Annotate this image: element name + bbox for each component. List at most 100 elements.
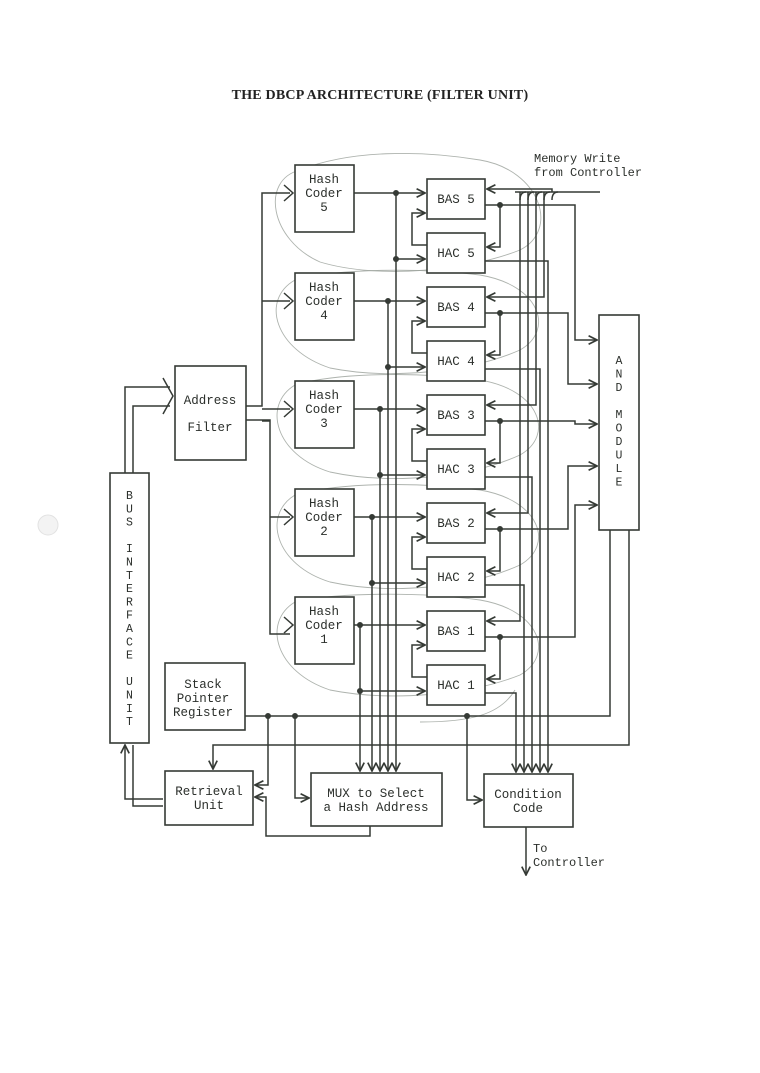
and-to-retrieval — [213, 530, 630, 769]
hac-label: HAC 1 — [437, 679, 475, 693]
hash-coder-label: Coder — [305, 295, 343, 309]
hac-label: HAC 5 — [437, 247, 475, 261]
memory-write-label-line1: Memory Write — [534, 152, 620, 166]
vertical-letter: E — [126, 650, 133, 663]
hash-coder-label: 2 — [320, 525, 328, 539]
vertical-letter: U — [616, 450, 623, 463]
hash-coder-label: Hash — [309, 173, 339, 187]
hash-coder-label: Coder — [305, 511, 343, 525]
vertical-letter: A — [126, 623, 133, 636]
filter-to-coders-wire-2 — [246, 419, 290, 635]
hash-coder-label: Coder — [305, 187, 343, 201]
hash-coder-label: 5 — [320, 201, 328, 215]
mux-to-retrieval — [255, 797, 371, 837]
bas-label: BAS 2 — [437, 517, 475, 531]
retrieval-unit-label-line2: Unit — [194, 799, 224, 813]
mux-label-line1: MUX to Select — [327, 787, 425, 801]
memory-write-taps — [519, 191, 559, 201]
retrieval-unit-block: Retrieval Unit — [164, 770, 254, 826]
row-3-wires — [354, 192, 597, 772]
sp-to-retrieval — [255, 716, 269, 785]
address-filter-label-line2: Filter — [187, 421, 232, 435]
stack-pointer-register-block: Stack Pointer Register — [164, 662, 246, 731]
vertical-letter: E — [616, 477, 623, 490]
vertical-letter: N — [616, 369, 623, 382]
bas-label: BAS 1 — [437, 625, 475, 639]
row-1-wires — [354, 192, 597, 772]
condition-code-label-line2: Code — [513, 802, 543, 816]
hash-coder-label: 4 — [320, 309, 328, 323]
vertical-letter: E — [126, 583, 133, 596]
vertical-letter: L — [616, 463, 623, 476]
vertical-letter: U — [126, 503, 133, 516]
vertical-letter: S — [126, 517, 133, 530]
bas-label: BAS 3 — [437, 409, 475, 423]
hac-label: HAC 3 — [437, 463, 475, 477]
to-controller-label-line2: Controller — [533, 856, 605, 870]
vertical-letter: D — [616, 436, 623, 449]
vertical-letter: C — [126, 636, 133, 649]
hac-5-block: HAC 5 — [426, 232, 486, 274]
connection-wires — [124, 189, 630, 875]
hac-1-block: HAC 1 — [426, 664, 486, 706]
filter-to-coders-wire — [246, 192, 290, 407]
vertical-letter: M — [616, 409, 623, 422]
hac-3-block: HAC 3 — [426, 448, 486, 490]
punch-hole — [37, 514, 59, 536]
row-5-wires — [354, 189, 597, 772]
bus-to-filter-wire — [124, 386, 170, 473]
address-filter-label-line1: Address — [184, 394, 237, 408]
vertical-letter: N — [126, 557, 133, 570]
memory-write-label-line2: from Controller — [534, 166, 642, 180]
vertical-letter: A — [616, 355, 623, 368]
bas-2-block: BAS 2 — [426, 502, 486, 544]
stack-pointer-label-line3: Register — [173, 706, 233, 720]
vertical-letter: F — [126, 610, 133, 623]
hac-2-block: HAC 2 — [426, 556, 486, 598]
mux-block: MUX to Select a Hash Address — [310, 772, 443, 827]
bas-1-block: BAS 1 — [426, 610, 486, 652]
condition-code-block: Condition Code — [483, 773, 574, 828]
vertical-letter: I — [126, 543, 133, 556]
hash-coder-label: Hash — [309, 281, 339, 295]
vertical-letter: I — [126, 703, 133, 716]
vertical-letter: T — [126, 570, 133, 583]
vertical-letter: U — [126, 676, 133, 689]
diagram-title: THE DBCP ARCHITECTURE (FILTER UNIT) — [231, 88, 529, 103]
hash-coder-label: Hash — [309, 605, 339, 619]
hash-coder-label: 1 — [320, 633, 328, 647]
hash-coder-label: Coder — [305, 619, 343, 633]
bus-to-filter-wire-2 — [132, 405, 170, 473]
sp-to-condition — [466, 716, 482, 800]
vertical-letter: T — [126, 716, 133, 729]
vertical-letter: N — [126, 690, 133, 703]
stack-pointer-label-line1: Stack — [184, 678, 222, 692]
vertical-letter: B — [126, 490, 133, 503]
sp-to-mux — [294, 716, 309, 798]
bas-label: BAS 4 — [437, 301, 475, 315]
mux-label-line2: a Hash Address — [323, 801, 428, 815]
address-filter-block: Address Filter — [174, 365, 247, 461]
stack-pointer-label-line2: Pointer — [177, 692, 230, 706]
vertical-letter: O — [616, 423, 623, 436]
bas-4-block: BAS 4 — [426, 286, 486, 328]
hash-coder-label: 3 — [320, 417, 328, 431]
to-controller-label-line1: To — [533, 842, 547, 856]
row-2-wires — [354, 192, 597, 772]
condition-code-label-line1: Condition — [494, 788, 562, 802]
hash-coder-label: Hash — [309, 389, 339, 403]
stack-pointer-bus — [245, 530, 611, 717]
vertical-letter: D — [616, 382, 623, 395]
hac-4-block: HAC 4 — [426, 340, 486, 382]
hash-coder-label: Coder — [305, 403, 343, 417]
